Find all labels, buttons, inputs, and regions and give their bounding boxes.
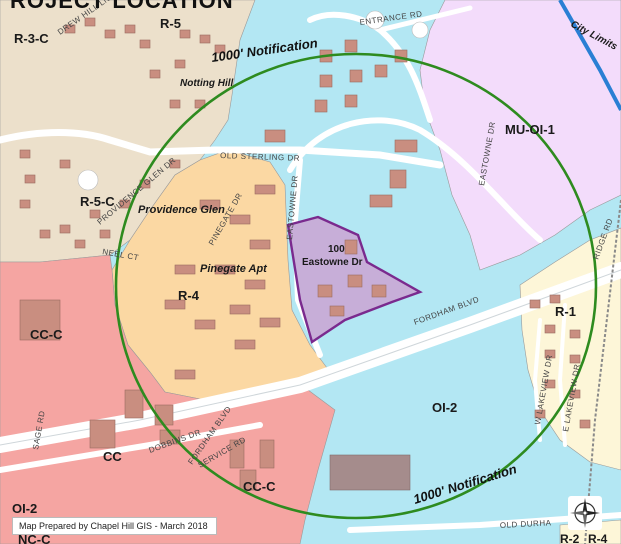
cul-de-sacs	[77, 10, 429, 191]
zone-label-cc: CC	[103, 449, 122, 464]
zone-label-r4-bottom: R-4	[588, 532, 608, 544]
zone-label-muoi1: MU-OI-1	[505, 122, 555, 137]
zone-label-ccc-top: CC-C	[30, 327, 63, 342]
zone-label-r4: R-4	[178, 288, 200, 303]
parcel-name: Eastowne Dr	[302, 257, 363, 268]
zone-label-r5c: R-5-C	[80, 194, 115, 209]
page-title: ROJECT LOCATION	[10, 0, 234, 13]
parcel-buildings	[317, 239, 387, 317]
notification-ring	[114, 52, 598, 520]
zone-label-ncc: NC-C	[18, 532, 51, 544]
map-credit: Map Prepared by Chapel Hill GIS - March …	[12, 517, 217, 535]
zone-mixed-use	[419, 0, 621, 271]
buildings	[19, 17, 591, 491]
city-limits-line	[558, 0, 621, 111]
zone-label-r2: R-2	[560, 532, 580, 544]
parcel-number: 100	[328, 244, 345, 255]
zone-label-ccc-bottom: CC-C	[243, 479, 276, 494]
compass-rose-icon	[568, 496, 602, 530]
zone-label-r5: R-5	[160, 16, 181, 31]
zone-label-oi2-left: OI-2	[12, 501, 37, 516]
railway	[584, 199, 621, 544]
street-old-durham: OLD DURHA	[500, 518, 552, 530]
zone-label-r3c: R-3-C	[14, 31, 49, 46]
zone-label-r1: R-1	[555, 304, 576, 319]
zone-label-oi2: OI-2	[432, 400, 457, 415]
place-providence-glen: Providence Glen	[138, 204, 225, 216]
place-pinegate: Pinegate Apt	[200, 263, 268, 275]
place-notting-hill: Notting Hill	[180, 78, 234, 89]
street-old-sterling: OLD STERLING DR	[220, 151, 300, 163]
